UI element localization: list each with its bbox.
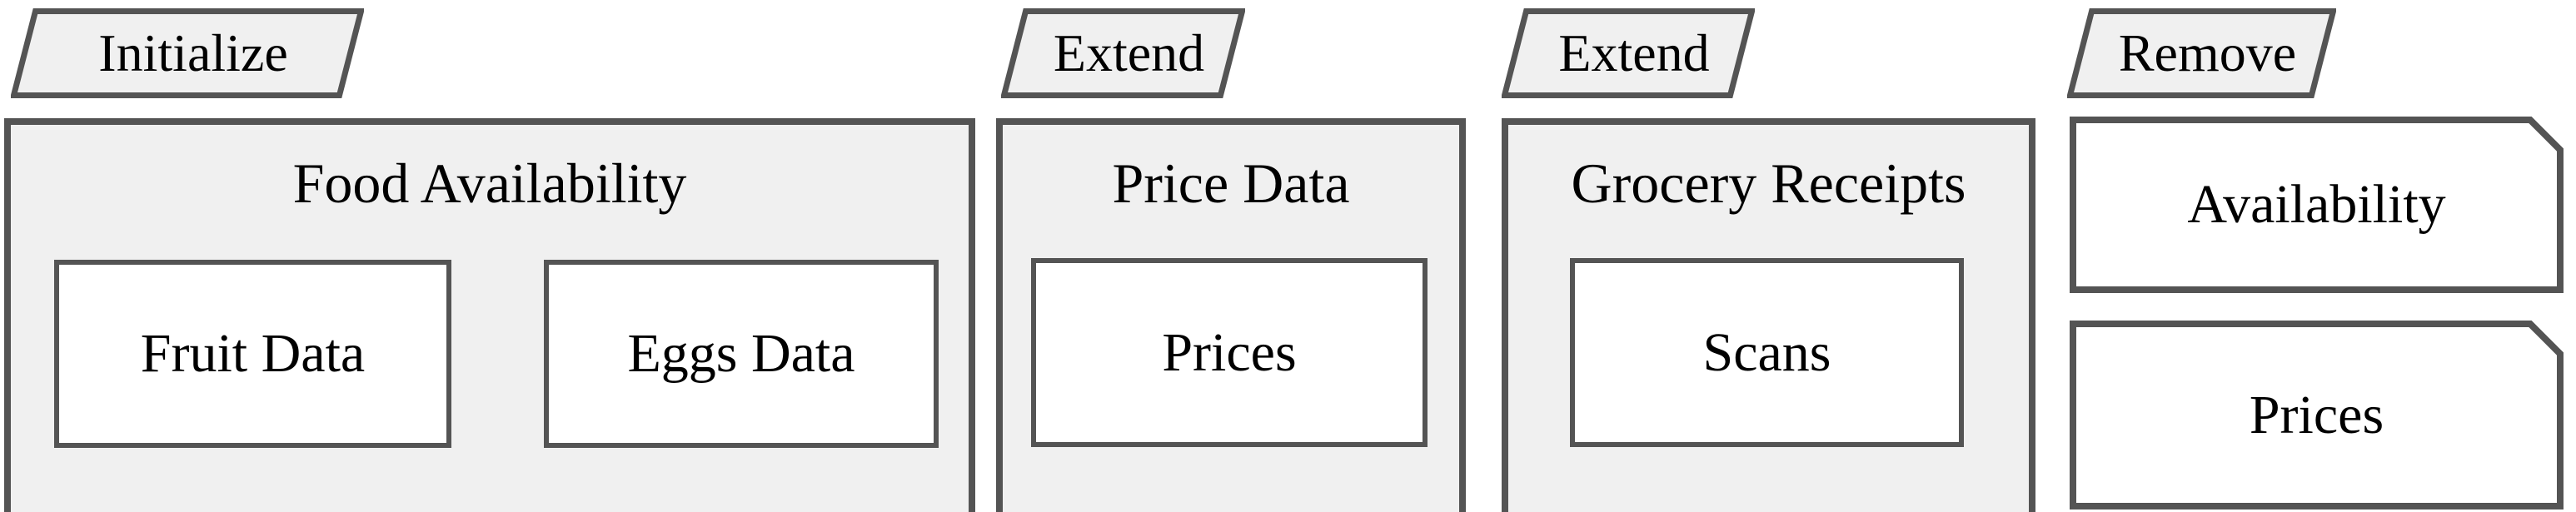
tab-extend-1-label: Extend	[1053, 23, 1205, 82]
tab-extend-2: Extend	[1502, 8, 1755, 98]
tab-parallelogram-shape	[1001, 8, 1245, 98]
package-grocery-receipts-title: Grocery Receipts	[1571, 152, 1966, 215]
tab-parallelogram-shape	[1502, 8, 1755, 98]
tab-remove-label: Remove	[2118, 23, 2297, 82]
tab-remove: Remove	[2067, 8, 2336, 98]
package-grocery-receipts: Grocery Receipts Scans	[1502, 118, 2035, 512]
card-availability-label: Availability	[2187, 174, 2446, 235]
tab-initialize: Initialize	[11, 8, 364, 98]
tab-extend-2-label: Extend	[1558, 23, 1710, 82]
node-eggs-data: Eggs Data	[544, 260, 939, 448]
package-price-data: Price Data Prices	[996, 118, 1466, 512]
tab-extend-1: Extend	[1001, 8, 1245, 98]
package-food-availability: Food Availability Fruit Data Eggs Data	[4, 118, 975, 512]
card-prices-label: Prices	[2249, 384, 2384, 445]
node-fruit-data: Fruit Data	[54, 260, 451, 448]
tab-parallelogram-shape	[2067, 8, 2336, 98]
package-price-data-title: Price Data	[1112, 152, 1350, 215]
tab-initialize-label: Initialize	[98, 23, 288, 82]
node-scans: Scans	[1570, 258, 1964, 447]
node-prices: Prices	[1031, 258, 1428, 447]
card-prices: Prices	[2070, 321, 2564, 510]
card-availability: Availability	[2070, 117, 2564, 293]
tab-parallelogram-shape	[11, 8, 364, 98]
notched-card-shape	[2070, 117, 2564, 293]
notched-card-shape	[2070, 321, 2564, 510]
package-food-availability-title: Food Availability	[292, 152, 687, 215]
